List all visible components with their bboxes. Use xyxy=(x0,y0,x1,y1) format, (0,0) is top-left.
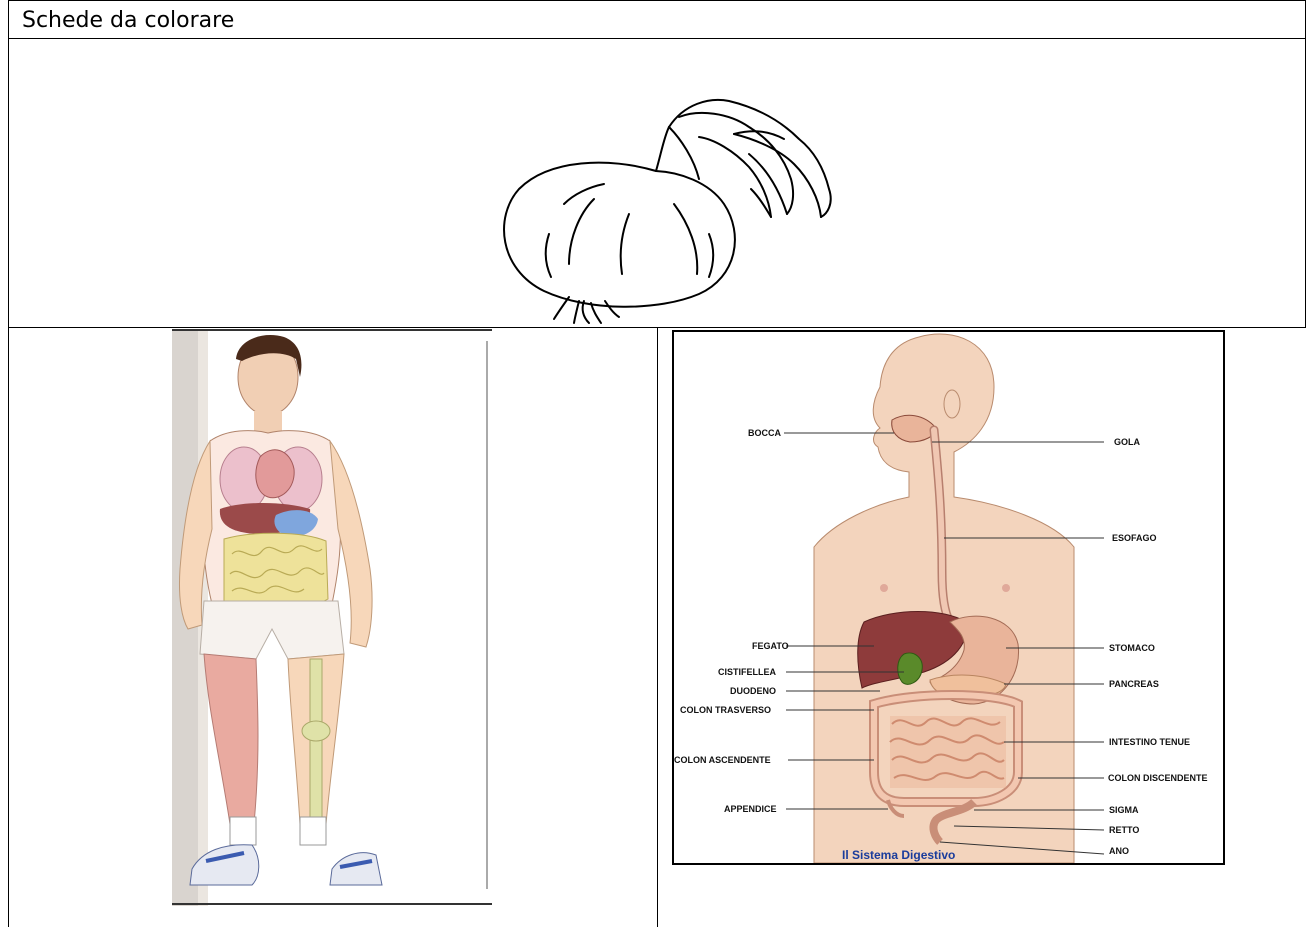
label-gola: GOLA xyxy=(1114,437,1140,447)
human-body-illustration xyxy=(172,329,492,906)
onion-row xyxy=(8,38,1306,328)
diagram-caption: Il Sistema Digestivo xyxy=(842,848,955,862)
label-fegato: FEGATO xyxy=(752,641,789,651)
page-title: Schede da colorare xyxy=(22,8,234,33)
label-sigma: SIGMA xyxy=(1109,805,1139,815)
leader-lines xyxy=(674,332,1223,863)
label-retto: RETTO xyxy=(1109,825,1139,835)
label-colon-discendente: COLON DISCENDENTE xyxy=(1108,773,1208,783)
label-esofago: ESOFAGO xyxy=(1112,533,1157,543)
label-duodeno: DUODENO xyxy=(730,686,776,696)
label-stomaco: STOMACO xyxy=(1109,643,1155,653)
label-ano: ANO xyxy=(1109,846,1129,856)
digestive-system-diagram: BOCCA GOLA ESOFAGO FEGATO STOMACO CISTIF… xyxy=(672,330,1225,865)
column-divider xyxy=(657,327,658,927)
header-row: Schede da colorare xyxy=(8,0,1306,38)
label-appendice: APPENDICE xyxy=(724,804,777,814)
label-cistifellea: CISTIFELLEA xyxy=(718,667,776,677)
label-bocca: BOCCA xyxy=(748,428,781,438)
label-pancreas: PANCREAS xyxy=(1109,679,1159,689)
onion-drawing xyxy=(9,39,1305,327)
label-intestino-tenue: INTESTINO TENUE xyxy=(1109,737,1190,747)
label-colon-trasverso: COLON TRASVERSO xyxy=(680,705,771,715)
label-colon-ascendente: COLON ASCENDENTE xyxy=(674,755,771,765)
